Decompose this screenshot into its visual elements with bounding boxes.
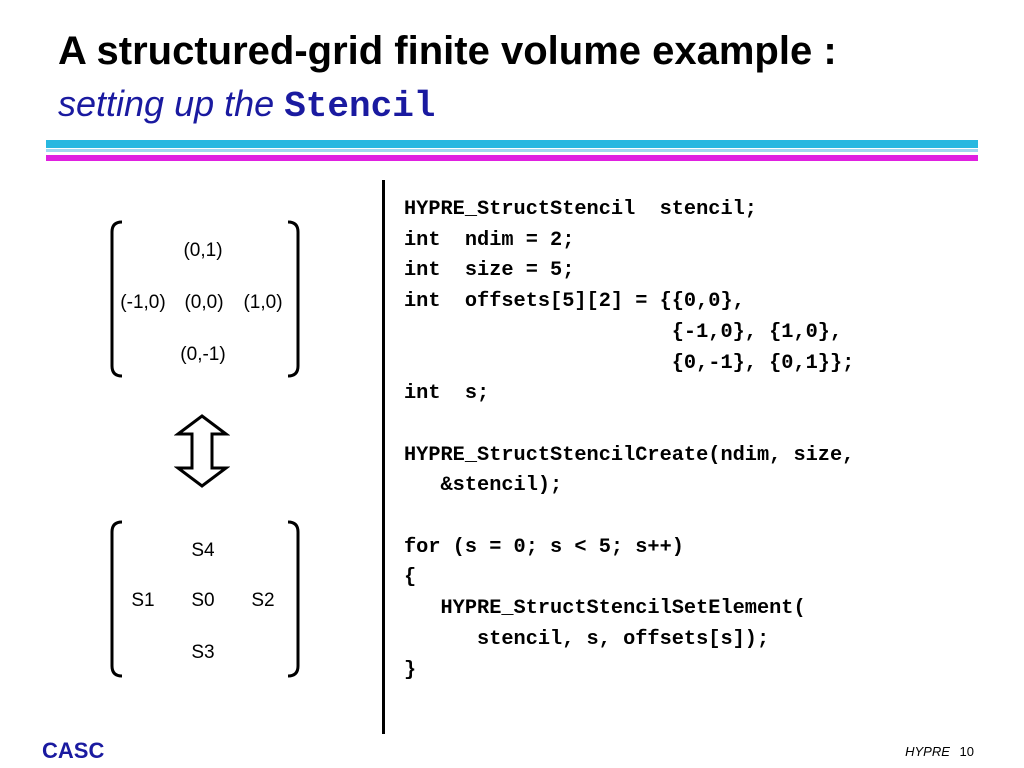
offset-center: (0,0) — [184, 292, 224, 313]
offset-top: (0,1) — [183, 240, 223, 261]
code-listing: HYPRE_StructStencil stencil; int ndim = … — [404, 198, 855, 682]
stencil-s3: S3 — [191, 642, 215, 663]
header-bar-light-cyan — [46, 149, 978, 152]
footer-brand: HYPRE — [905, 744, 950, 759]
stencil-s0: S0 — [191, 590, 215, 611]
casc-logo: CASC — [42, 738, 105, 763]
subtitle-code: Stencil — [284, 86, 436, 127]
slide-title: A structured-grid finite volume example … — [58, 29, 837, 73]
slide-subtitle: setting up the Stencil — [58, 80, 435, 131]
stencil-s4: S4 — [191, 540, 215, 561]
matrix-brackets — [110, 220, 300, 378]
offset-bottom: (0,-1) — [180, 344, 226, 365]
double-vertical-arrow-icon — [174, 414, 230, 488]
stencil-s2: S2 — [251, 590, 275, 611]
matrix-brackets — [110, 520, 300, 678]
header-bar-cyan — [46, 140, 978, 148]
offset-left: (-1,0) — [120, 292, 166, 313]
header-bar-magenta — [46, 155, 978, 161]
offsets-matrix: (0,1) (-1,0) (0,0) (1,0) (0,-1) — [108, 220, 302, 378]
page-number: 10 — [959, 744, 974, 759]
offset-right: (1,0) — [243, 292, 283, 313]
slide-footer: HYPRE 10 — [905, 744, 974, 759]
stencil-matrix: S4 S1 S0 S2 S3 — [108, 520, 302, 678]
column-divider — [382, 180, 385, 734]
stencil-s1: S1 — [131, 590, 155, 611]
subtitle-text: setting up the — [58, 83, 275, 124]
